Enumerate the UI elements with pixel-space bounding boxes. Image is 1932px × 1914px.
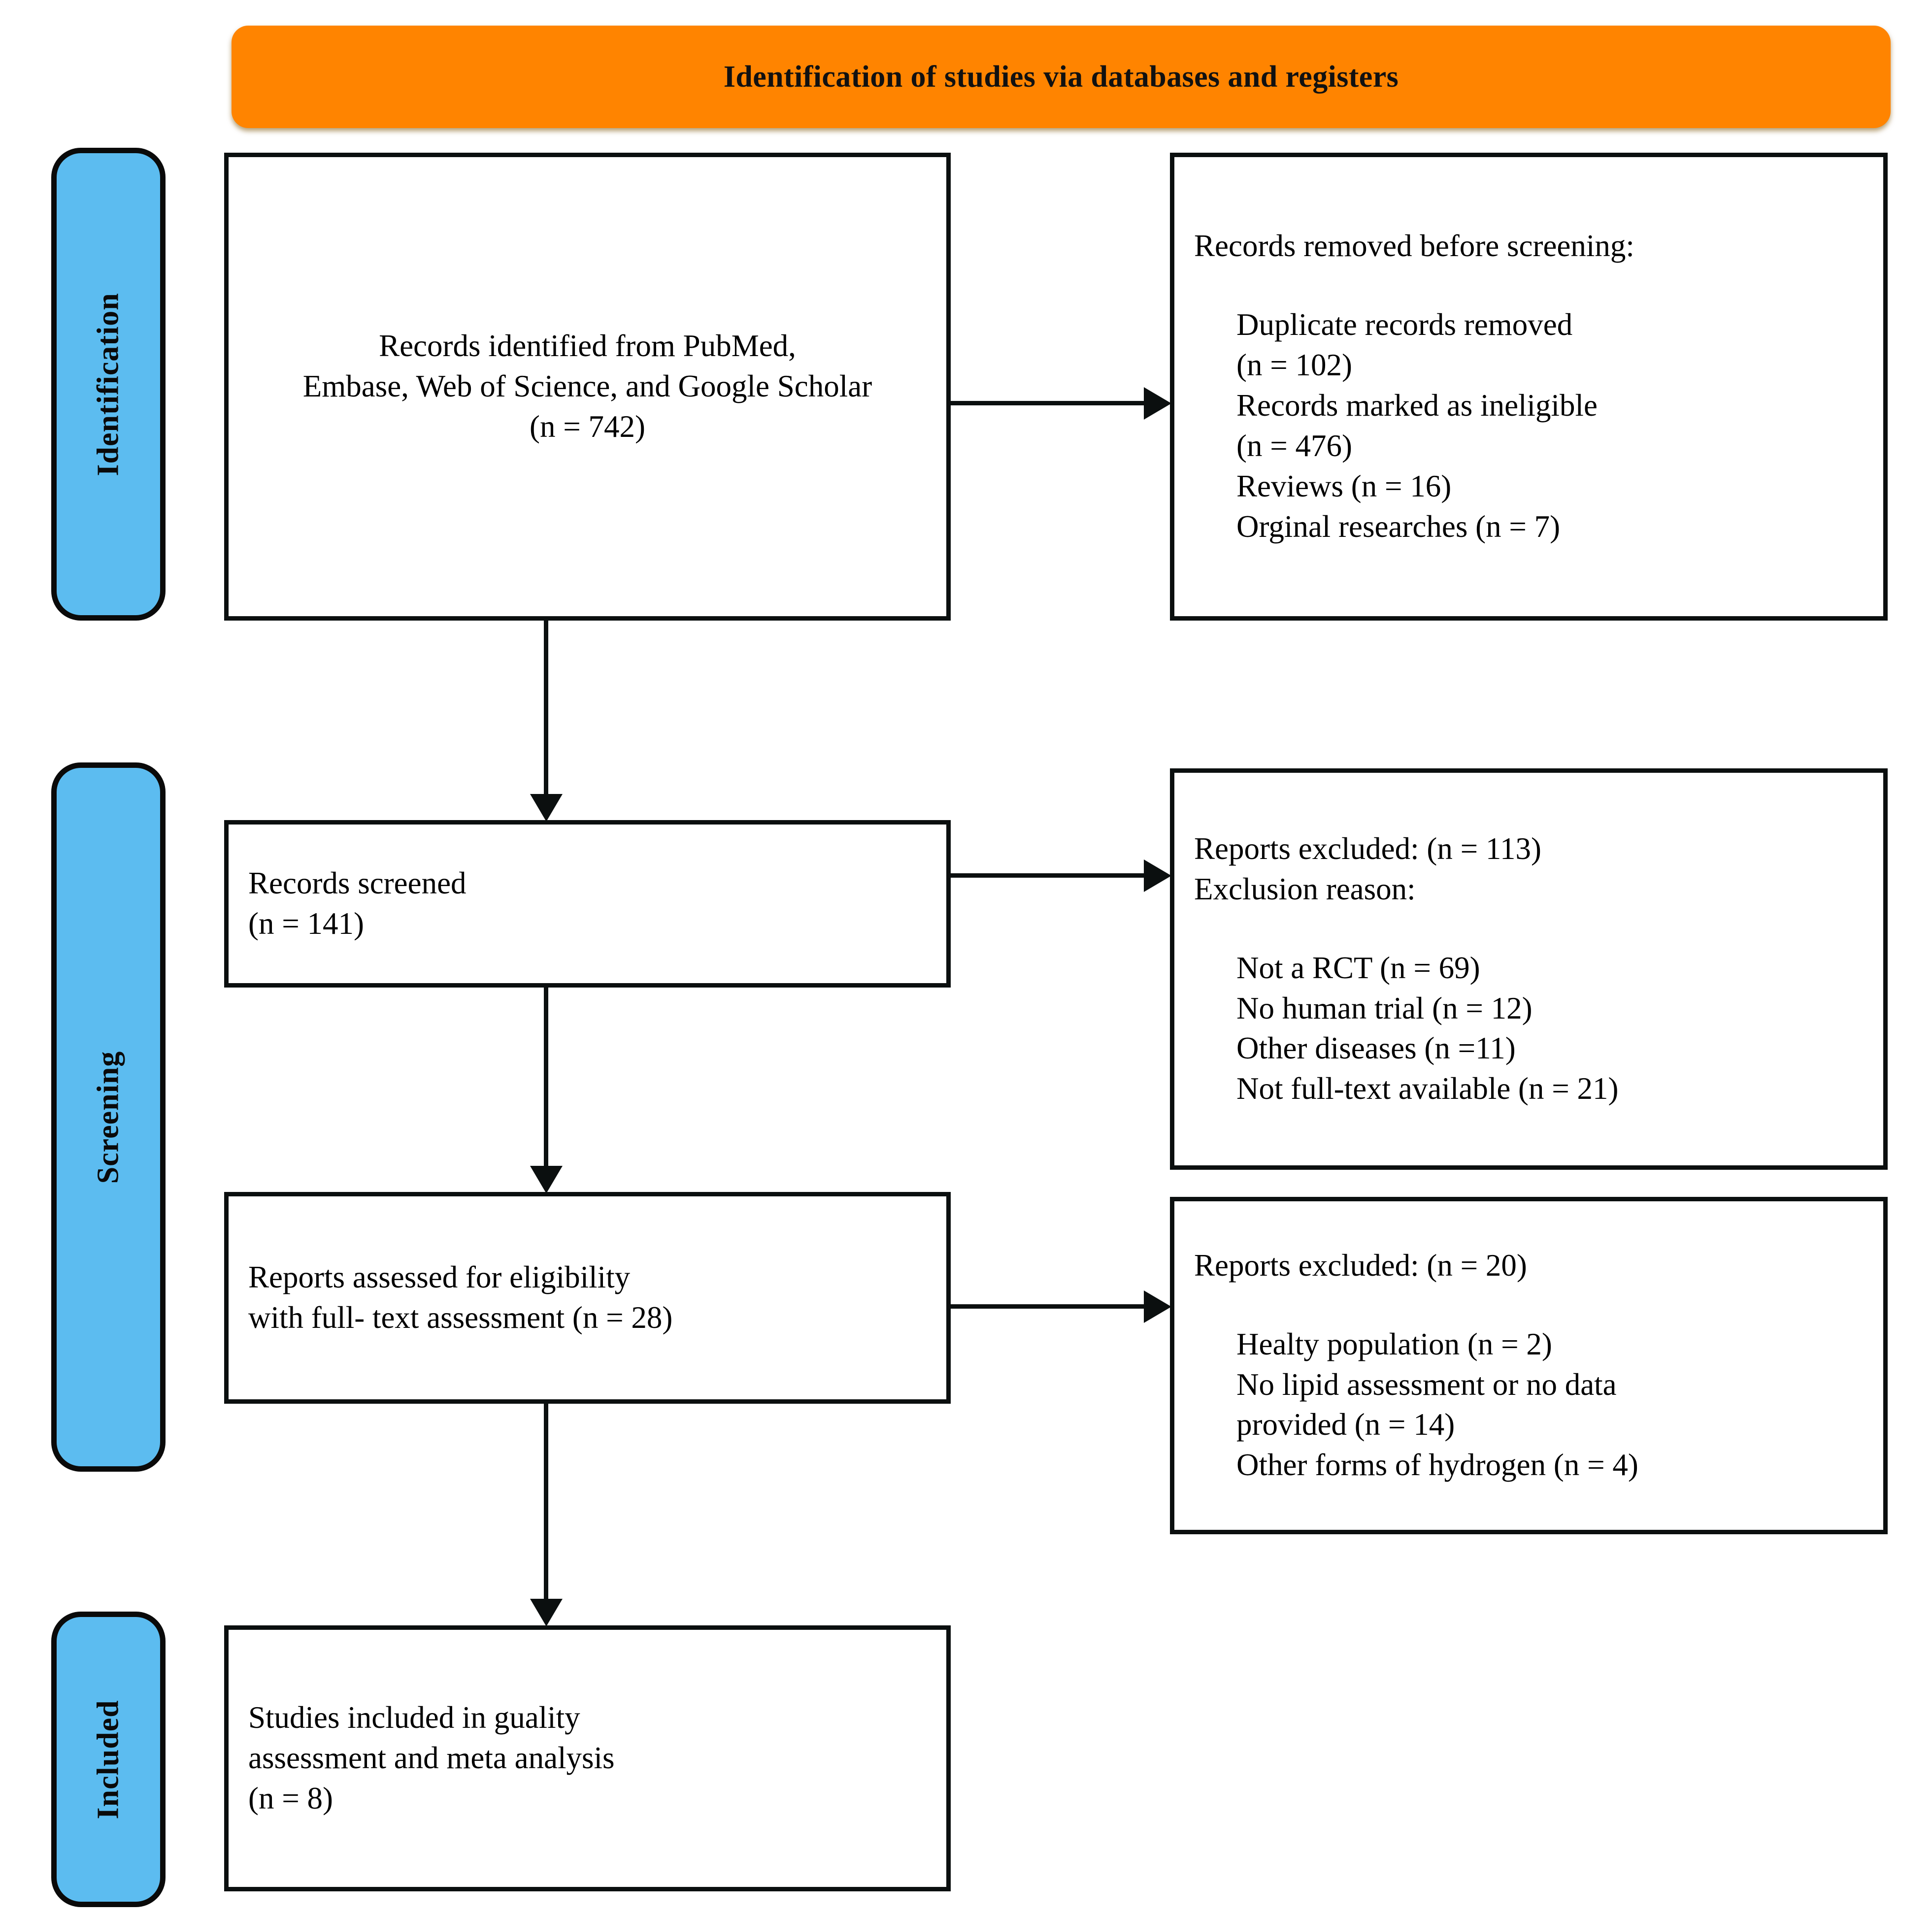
box-records-removed: Records removed before screening: Duplic… [1170, 153, 1888, 621]
arrow-line [544, 988, 548, 1168]
arrow-eligibility-to-included [529, 1404, 564, 1628]
arrow-line [544, 1404, 548, 1601]
records-screened-count: (n = 141) [248, 906, 364, 941]
stage-label-identification: Identification [51, 148, 166, 621]
box-studies-included: Studies included in guality assessment a… [224, 1625, 951, 1891]
arrow-screened-to-eligibility [529, 988, 564, 1194]
box-reports-assessed-eligibility: Reports assessed for eligibility with fu… [224, 1192, 951, 1404]
records-identified-line1: Records identified from PubMed, [379, 329, 796, 363]
included-line1: Studies included in guality [248, 1700, 580, 1735]
records-removed-item-5: Orginal researches (n = 7) [1236, 509, 1561, 544]
arrow-identified-to-screened [529, 621, 564, 823]
records-screened-line1: Records screened [248, 866, 466, 901]
reports-excluded-screening-heading2: Exclusion reason: [1194, 871, 1416, 906]
arrow-identified-to-removed [951, 387, 1171, 420]
reports-excluded-eligibility-item-2: provided (n = 14) [1236, 1407, 1455, 1442]
arrow-head-right-icon [1144, 1290, 1171, 1323]
reports-excluded-screening-item-2: Other diseases (n =11) [1236, 1031, 1516, 1066]
records-removed-heading: Records removed before screening: [1194, 229, 1634, 264]
records-removed-item-0: Duplicate records removed [1236, 307, 1573, 342]
arrow-head-right-icon [1144, 859, 1171, 892]
stage-label-identification-text: Identification [91, 292, 125, 476]
arrow-line [951, 873, 1145, 878]
banner-title: Identification of studies via databases … [723, 60, 1399, 94]
reports-excluded-eligibility-heading: Reports excluded: (n = 20) [1194, 1248, 1527, 1283]
records-identified-count: (n = 742) [530, 409, 645, 444]
reports-excluded-screening-item-3: Not full-text available (n = 21) [1236, 1071, 1619, 1106]
box-reports-excluded-screening: Reports excluded: (n = 113) Exclusion re… [1170, 768, 1888, 1170]
records-removed-item-4: Reviews (n = 16) [1236, 468, 1452, 503]
arrow-line [951, 401, 1145, 405]
box-reports-excluded-eligibility: Reports excluded: (n = 20) Healty popula… [1170, 1197, 1888, 1534]
reports-excluded-eligibility-item-0: Healty population (n = 2) [1236, 1326, 1552, 1361]
box-records-identified: Records identified from PubMed, Embase, … [224, 153, 951, 621]
reports-excluded-screening-heading1: Reports excluded: (n = 113) [1194, 831, 1542, 866]
identification-banner: Identification of studies via databases … [232, 26, 1891, 128]
arrow-head-down-icon [530, 794, 563, 822]
stage-label-included: Included [51, 1612, 166, 1907]
arrow-screened-to-excluded [951, 859, 1171, 892]
stage-label-included-text: Included [91, 1699, 125, 1819]
arrow-eligibility-to-excluded [951, 1290, 1171, 1323]
arrow-head-right-icon [1144, 387, 1171, 420]
box-records-screened: Records screened (n = 141) [224, 820, 951, 988]
stage-label-screening: Screening [51, 762, 166, 1472]
reports-excluded-screening-item-1: No human trial (n = 12) [1236, 990, 1532, 1025]
eligibility-line2: with full- text assessment (n = 28) [248, 1300, 673, 1335]
eligibility-line1: Reports assessed for eligibility [248, 1260, 631, 1295]
included-count: (n = 8) [248, 1781, 333, 1815]
records-identified-line2: Embase, Web of Science, and Google Schol… [302, 369, 872, 404]
records-removed-item-2: Records marked as ineligible [1236, 388, 1598, 423]
reports-excluded-eligibility-item-3: Other forms of hydrogen (n = 4) [1236, 1448, 1638, 1483]
reports-excluded-screening-item-0: Not a RCT (n = 69) [1236, 950, 1480, 985]
included-line2: assessment and meta analysis [248, 1741, 615, 1776]
reports-excluded-eligibility-item-1: No lipid assessment or no data [1236, 1367, 1617, 1402]
stage-label-screening-text: Screening [91, 1051, 125, 1184]
records-removed-item-3: (n = 476) [1236, 428, 1352, 463]
arrow-head-down-icon [530, 1599, 563, 1626]
arrow-line [951, 1304, 1145, 1309]
arrow-head-down-icon [530, 1166, 563, 1193]
arrow-line [544, 621, 548, 796]
records-removed-item-1: (n = 102) [1236, 348, 1352, 383]
